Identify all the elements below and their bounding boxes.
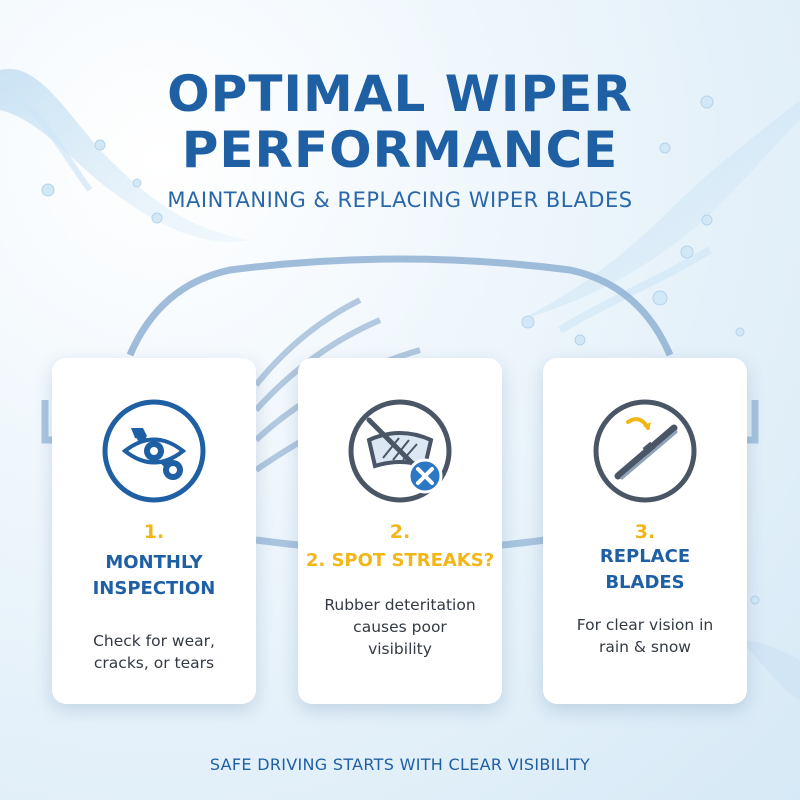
card-title-line-2: INSPECTION (92, 578, 216, 599)
card-replace-blades: 3. REPLACE BLADES For clear vision in ra… (543, 358, 747, 704)
wiper-blade-icon (593, 399, 697, 503)
step-number: 3. (634, 521, 656, 543)
card-monthly-inspection: 1. MONTHLY INSPECTION Check for wear, cr… (52, 358, 256, 704)
step-number: 2. (389, 521, 411, 543)
card-description: Check for wear, cracks, or tears (62, 630, 246, 674)
card-title: 2. SPOT STREAKS? (305, 550, 495, 571)
card-desc-line-1: For clear vision in (576, 616, 714, 634)
card-title-line-1: MONTHLY (105, 552, 203, 573)
card-title: MONTHLY INSPECTION (52, 550, 256, 602)
page-title-line-1: OPTIMAL WIPER (167, 65, 633, 123)
page-subtitle: MAINTANING & REPLACING WIPER BLADES (167, 188, 633, 212)
card-desc-line-1: Check for wear, (93, 632, 215, 650)
footer-tagline: SAFE DRIVING STARTS WITH CLEAR VISIBILIT… (209, 755, 591, 774)
card-desc-line-2: cracks, or tears (93, 654, 215, 672)
page-title-line-2: PERFORMANCE (181, 121, 619, 179)
no-streaks-windshield-icon (348, 399, 452, 503)
card-desc-line-2: rain & snow (598, 638, 691, 656)
step-number: 1. (143, 521, 165, 543)
card-spot-streaks: 2. 2. SPOT STREAKS? Rubber deteritation … (298, 358, 502, 704)
card-description: Rubber deteritation causes poor visibili… (308, 594, 492, 660)
eye-wrench-icon (102, 399, 206, 503)
card-title-line-2: BLADES (605, 572, 685, 593)
card-desc-line-1: Rubber deteritation (324, 596, 476, 614)
card-title-line-1: REPLACE (599, 546, 691, 567)
card-desc-line-3: visibility (368, 640, 432, 658)
card-title: REPLACE BLADES (543, 544, 747, 596)
card-description: For clear vision in rain & snow (553, 614, 737, 658)
card-desc-line-2: causes poor (353, 618, 447, 636)
